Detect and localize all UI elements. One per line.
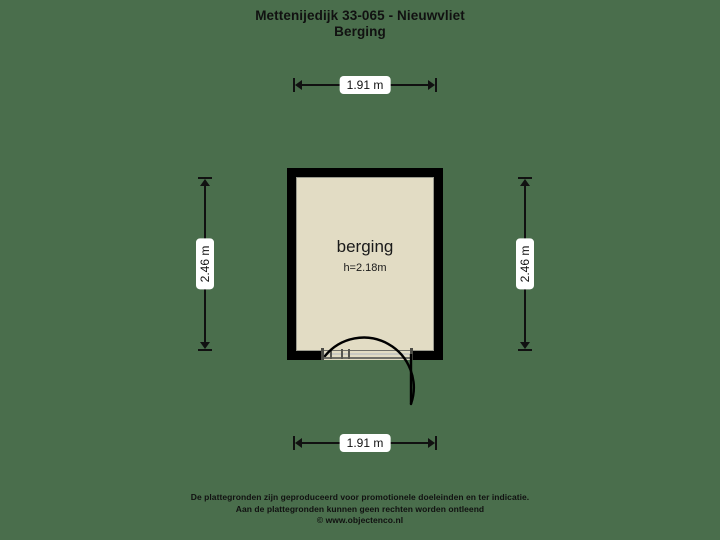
dimension-right-cap-top xyxy=(518,177,532,179)
door-mullion-b xyxy=(341,349,343,359)
page-title: Mettenijedijk 33-065 - Nieuwvliet Bergin… xyxy=(0,8,720,40)
dimension-left-label: 2.46 m xyxy=(196,238,214,290)
dimension-right-label: 2.46 m xyxy=(516,238,534,290)
door-mullion-c xyxy=(348,349,350,359)
dimension-bottom-cap-right xyxy=(435,436,437,450)
arrow-up-icon xyxy=(200,179,210,186)
footer-line-2: Aan de plattegronden kunnen geen rechten… xyxy=(235,503,485,514)
dimension-left-cap-top xyxy=(198,177,212,179)
title-subject: Berging xyxy=(334,24,386,39)
dimension-bottom: 1.91 m xyxy=(293,434,437,452)
door-swing-icon xyxy=(323,336,415,406)
dimension-top: 1.91 m xyxy=(293,76,437,94)
arrow-left-icon xyxy=(295,80,302,90)
arrow-up-icon xyxy=(520,179,530,186)
dimension-bottom-cap-left xyxy=(293,436,295,450)
door-sill-top xyxy=(321,349,413,351)
dimension-left-cap-bottom xyxy=(198,349,212,351)
dimension-top-label: 1.91 m xyxy=(339,76,391,94)
arrow-right-icon xyxy=(428,438,435,448)
title-address: Mettenijedijk 33-065 - Nieuwvliet xyxy=(255,8,465,23)
arrow-right-icon xyxy=(428,80,435,90)
door-jamb-left xyxy=(321,348,324,360)
door-mullion-a xyxy=(330,349,332,359)
arrow-left-icon xyxy=(295,438,302,448)
footer-disclaimer: De plattegronden zijn geproduceerd voor … xyxy=(0,492,720,527)
footer-line-3[interactable]: © www.objectenco.nl xyxy=(316,515,404,525)
door-sill-bottom xyxy=(321,357,413,359)
arrow-down-icon xyxy=(520,342,530,349)
room-floor-area xyxy=(297,178,433,350)
arrow-down-icon xyxy=(200,342,210,349)
footer-line-1: De plattegronden zijn geproduceerd voor … xyxy=(190,492,530,502)
dimension-left: 2.46 m xyxy=(196,177,214,351)
dimension-right: 2.46 m xyxy=(516,177,534,351)
door-sill-mid xyxy=(321,353,413,355)
room-berging[interactable]: berging h=2.18m xyxy=(287,168,443,360)
dimension-bottom-label: 1.91 m xyxy=(339,434,391,452)
dimension-top-cap-left xyxy=(293,78,295,92)
dimension-right-cap-bottom xyxy=(518,349,532,351)
dimension-top-cap-right xyxy=(435,78,437,92)
